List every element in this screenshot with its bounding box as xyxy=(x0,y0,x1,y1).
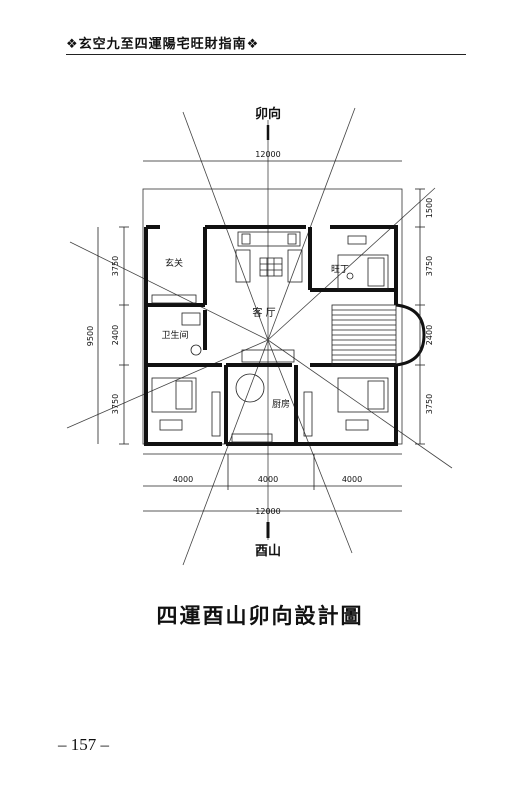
room-labels: 玄关 卫生间 客 厅 旺丁 厨房 xyxy=(161,257,349,410)
dim-bottom-total: 12000 xyxy=(255,507,280,516)
south-label: 酉山 xyxy=(255,543,281,559)
north-label: 卯向 xyxy=(255,106,281,122)
dim-left-2: 2400 xyxy=(111,325,120,345)
room-wealth: 旺丁 xyxy=(331,264,349,275)
staircase xyxy=(331,303,426,367)
walls xyxy=(144,225,398,446)
room-foyer: 玄关 xyxy=(165,257,183,269)
direction-lines xyxy=(66,107,453,566)
running-header: ❖玄空九至四運陽宅旺財指南❖ xyxy=(66,30,466,56)
dim-left-3: 3750 xyxy=(111,394,120,414)
header-rule xyxy=(66,54,466,55)
dim-right-2: 2400 xyxy=(425,325,434,345)
dim-top: 12000 xyxy=(255,150,280,159)
page-number: – 157 – xyxy=(58,735,109,754)
room-kitchen: 厨房 xyxy=(272,398,290,410)
room-living: 客 厅 xyxy=(252,306,275,319)
dimension-lines xyxy=(97,160,425,512)
dim-right-top: 1500 xyxy=(425,198,434,218)
dim-bottom-left: 4000 xyxy=(173,475,193,484)
dim-left-1: 3750 xyxy=(111,256,120,276)
dim-right-3: 3750 xyxy=(425,394,434,414)
dim-bottom-mid: 4000 xyxy=(258,475,278,484)
dimension-labels: 12000 12000 4000 4000 4000 9500 3750 240… xyxy=(86,150,434,516)
figure-caption: 四運酉山卯向設計圖 xyxy=(156,603,364,628)
dim-left-total: 9500 xyxy=(86,326,95,346)
dim-right-1: 3750 xyxy=(425,256,434,276)
room-bathroom: 卫生间 xyxy=(161,329,188,341)
dim-bottom-right: 4000 xyxy=(342,475,362,484)
furniture xyxy=(151,231,389,443)
header-title: ❖玄空九至四運陽宅旺財指南❖ xyxy=(66,37,260,52)
